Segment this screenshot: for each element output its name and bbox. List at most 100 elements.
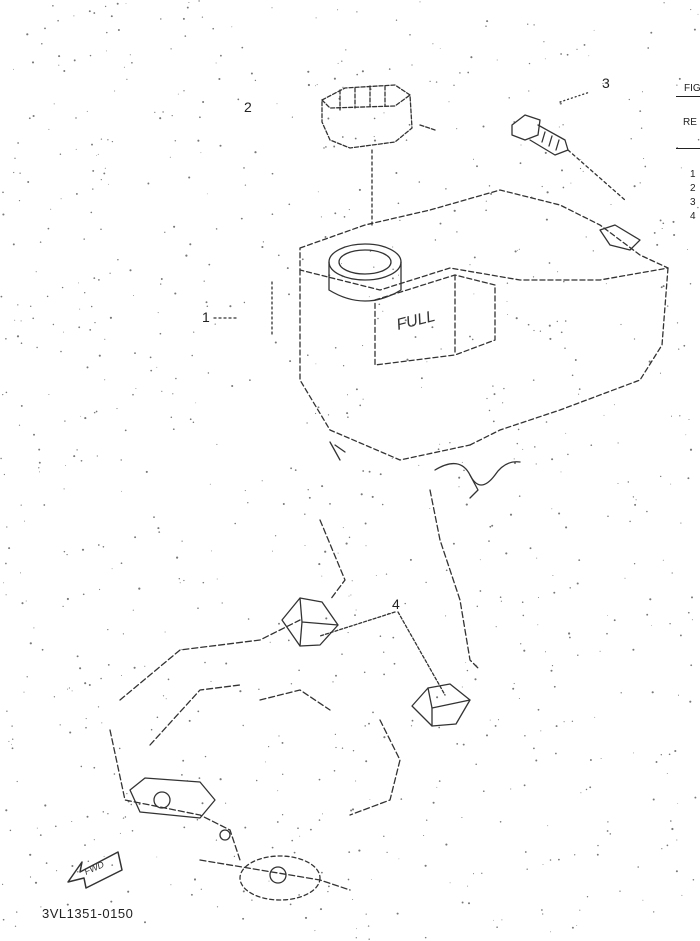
noise-speck: [489, 719, 491, 721]
noise-speck: [39, 471, 41, 473]
noise-speck: [80, 459, 83, 462]
noise-speck: [240, 217, 243, 220]
noise-speck: [188, 719, 191, 722]
noise-speck: [8, 547, 11, 550]
noise-speck: [14, 925, 17, 927]
noise-speck: [670, 415, 673, 417]
noise-speck: [497, 719, 500, 721]
noise-speck: [5, 562, 7, 565]
noise-speck: [262, 241, 265, 243]
noise-speck: [134, 352, 136, 355]
noise-speck: [90, 211, 93, 214]
bracket-plate: [129, 777, 321, 901]
noise-speck: [84, 292, 86, 294]
noise-speck: [62, 331, 64, 333]
noise-speck: [23, 691, 25, 693]
damper-leader-line-2: [397, 611, 446, 696]
noise-speck: [647, 47, 650, 49]
noise-speck: [58, 64, 60, 66]
noise-speck: [414, 336, 417, 338]
noise-speck: [641, 91, 644, 93]
noise-speck: [181, 774, 183, 776]
noise-speck: [48, 394, 50, 395]
noise-speck: [80, 415, 82, 417]
noise-speck: [88, 10, 91, 13]
noise-speck: [523, 784, 526, 787]
noise-speck: [508, 97, 510, 99]
tank-top: [299, 189, 669, 291]
noise-speck: [351, 580, 353, 582]
noise-speck: [117, 28, 120, 32]
noise-speck: [156, 856, 158, 858]
noise-speck: [576, 582, 579, 585]
noise-speck: [679, 415, 681, 417]
noise-speck: [111, 140, 114, 143]
noise-speck: [606, 830, 609, 832]
noise-speck: [116, 408, 118, 410]
noise-speck: [268, 746, 270, 748]
noise-speck: [628, 98, 630, 101]
noise-speck: [26, 676, 28, 678]
noise-speck: [536, 557, 538, 559]
noise-speck: [63, 550, 66, 553]
noise-speck: [183, 90, 185, 92]
noise-speck: [431, 326, 434, 329]
noise-speck: [571, 374, 574, 377]
noise-speck: [411, 64, 413, 66]
noise-speck: [92, 188, 94, 190]
bottom-hook: [434, 461, 521, 486]
noise-speck: [320, 216, 322, 218]
noise-speck: [107, 628, 109, 631]
noise-speck: [13, 171, 15, 174]
tank-right-face: [469, 267, 669, 446]
noise-speck: [574, 854, 576, 856]
noise-speck: [559, 102, 562, 105]
noise-speck: [519, 162, 522, 165]
noise-speck: [216, 578, 218, 580]
noise-speck: [120, 490, 122, 492]
noise-speck: [391, 457, 393, 460]
noise-speck: [342, 365, 345, 367]
noise-speck: [48, 128, 50, 130]
tank-full-label: FULL: [395, 308, 437, 334]
noise-speck: [29, 305, 32, 308]
noise-speck: [687, 249, 689, 250]
noise-speck: [159, 117, 162, 120]
noise-speck: [467, 902, 471, 905]
noise-speck: [689, 283, 692, 285]
noise-speck: [642, 899, 644, 901]
noise-speck: [211, 550, 212, 552]
noise-speck: [371, 495, 374, 498]
noise-speck: [342, 527, 344, 529]
noise-speck: [545, 421, 548, 423]
noise-speck: [290, 467, 292, 470]
noise-speck: [200, 152, 202, 154]
noise-speck: [317, 191, 319, 193]
noise-speck: [537, 708, 540, 711]
noise-speck: [607, 515, 609, 518]
noise-speck: [307, 354, 309, 356]
noise-speck: [512, 687, 515, 690]
noise-speck: [131, 830, 134, 832]
noise-speck: [404, 602, 406, 605]
damper-leader-line-1: [319, 611, 396, 637]
noise-speck: [271, 846, 274, 849]
noise-speck: [523, 649, 526, 652]
noise-speck: [27, 181, 30, 183]
noise-speck: [334, 733, 337, 736]
noise-speck: [672, 220, 675, 223]
oil-tank: [271, 189, 669, 499]
noise-speck: [289, 360, 292, 363]
noise-speck: [107, 813, 109, 815]
noise-speck: [154, 111, 156, 113]
noise-speck: [101, 722, 103, 724]
noise-speck: [469, 335, 471, 338]
noise-speck: [334, 347, 337, 349]
table-header-fig: FIG: [684, 83, 700, 94]
noise-speck: [678, 77, 681, 80]
noise-speck: [33, 627, 35, 629]
noise-speck: [461, 461, 463, 463]
noise-speck: [439, 222, 442, 225]
noise-speck: [25, 600, 27, 602]
noise-speck: [78, 282, 79, 284]
